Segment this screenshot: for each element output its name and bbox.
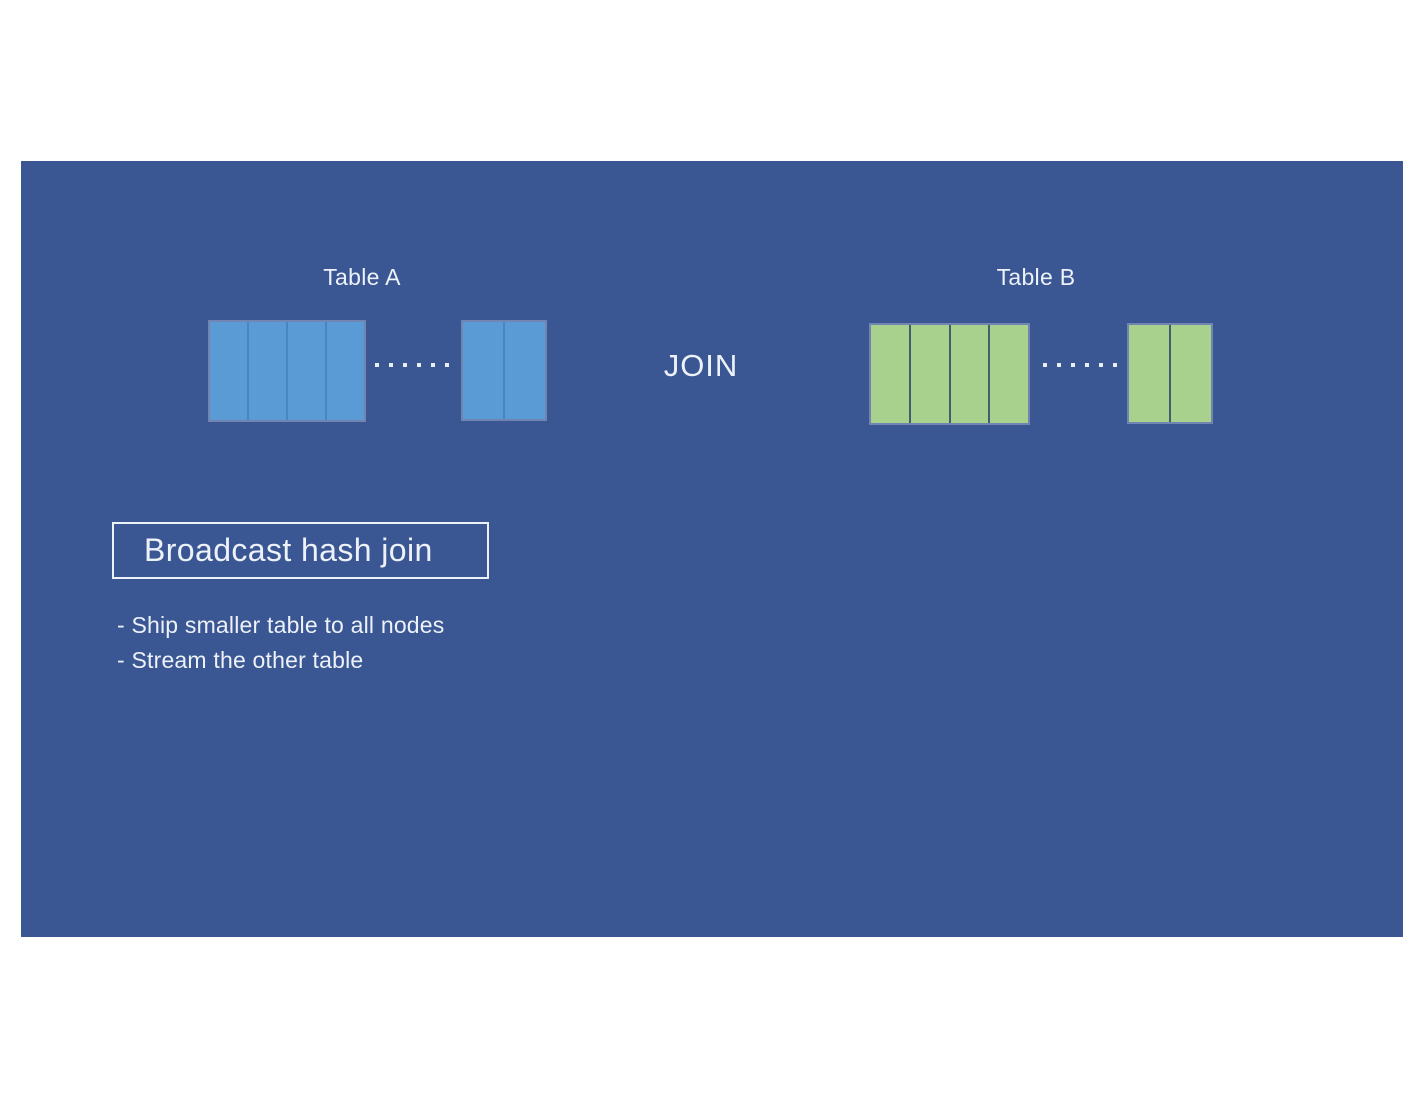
table-partition-cell	[908, 325, 949, 423]
join-label: JOIN	[663, 348, 739, 383]
table-a-ellipsis-dots	[375, 361, 449, 369]
table-partition-cell	[247, 322, 286, 420]
ellipsis-dot	[1085, 363, 1089, 367]
table-b-ellipsis-dots	[1043, 361, 1117, 369]
table-a-right-segment	[463, 322, 545, 419]
table-partition-cell	[1129, 325, 1169, 422]
table-partition-cell	[463, 322, 503, 419]
table-partition-cell	[871, 325, 909, 423]
table-partition-cell	[210, 322, 247, 420]
ellipsis-dot	[403, 363, 407, 367]
bullet-item-ship-smaller-table: - Ship smaller table to all nodes	[117, 612, 445, 638]
table-partition-cell	[503, 322, 545, 419]
ellipsis-dot	[1057, 363, 1061, 367]
title-box-label: Broadcast hash join	[144, 532, 433, 568]
ellipsis-dot	[1043, 363, 1047, 367]
ellipsis-dot	[417, 363, 421, 367]
table-a-label: Table A	[323, 264, 401, 290]
ellipsis-dot	[1113, 363, 1117, 367]
table-b-label: Table B	[996, 264, 1076, 290]
slide-canvas: Table A JOIN Table B Broadcast hash join…	[21, 161, 1403, 937]
table-b-right-segment	[1129, 325, 1211, 422]
table-b-left-segment	[871, 325, 1028, 423]
table-a-left-segment	[210, 322, 364, 420]
title-box: Broadcast hash join	[112, 522, 489, 579]
table-partition-cell	[988, 325, 1028, 423]
table-partition-cell	[1169, 325, 1211, 422]
table-partition-cell	[325, 322, 364, 420]
ellipsis-dot	[1071, 363, 1075, 367]
ellipsis-dot	[445, 363, 449, 367]
ellipsis-dot	[431, 363, 435, 367]
table-partition-cell	[286, 322, 325, 420]
bullet-list: - Ship smaller table to all nodes - Stre…	[117, 608, 445, 678]
table-partition-cell	[948, 325, 989, 423]
bullet-item-stream-other-table: - Stream the other table	[117, 647, 364, 673]
ellipsis-dot	[1099, 363, 1103, 367]
ellipsis-dot	[389, 363, 393, 367]
ellipsis-dot	[375, 363, 379, 367]
